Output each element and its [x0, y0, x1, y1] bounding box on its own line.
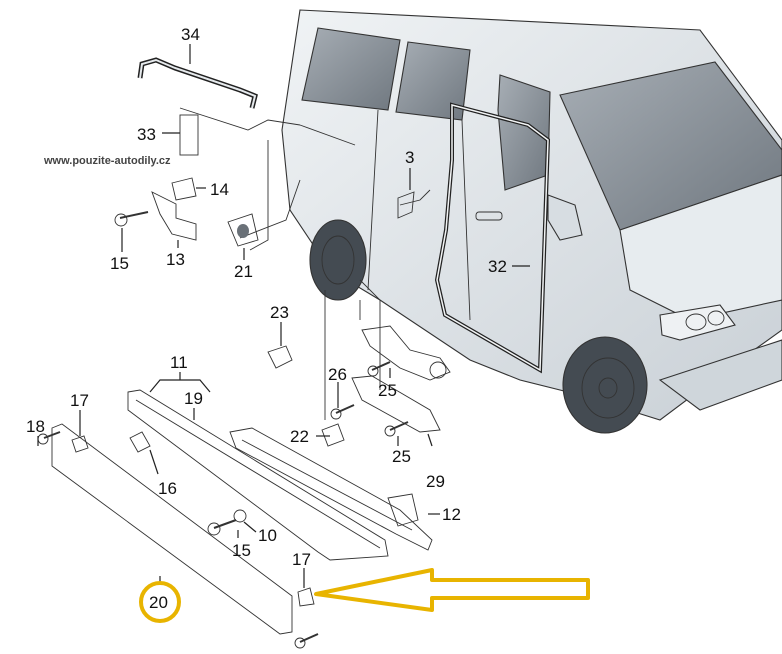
part-21-guide: [227, 213, 259, 247]
part-upper-roller: [361, 325, 451, 381]
part-11-rail: [127, 389, 389, 561]
label-11: 11: [170, 353, 188, 372]
label-16: 16: [158, 479, 177, 498]
label-32: 32: [488, 257, 507, 276]
label-leaders: [37, 44, 530, 588]
leader-lines: [179, 107, 431, 420]
part-17-clip-a: [71, 435, 89, 453]
label-19: 19: [184, 389, 203, 408]
part-13-bracket: [151, 191, 197, 241]
screw-15-top: [114, 211, 149, 227]
highlight-circle: [139, 581, 181, 623]
window-seal: [137, 57, 258, 109]
label-23: 23: [270, 303, 289, 322]
label-25-top: 25: [378, 381, 397, 400]
part-12-rail: [229, 427, 433, 551]
label-13: 13: [166, 250, 185, 269]
label-29: 29: [426, 472, 445, 491]
part-23-clip: [267, 345, 293, 369]
screws: [37, 361, 409, 649]
label-17-bottom: 17: [292, 550, 311, 569]
label-25-bottom: 25: [392, 447, 411, 466]
part-14-buffer: [171, 177, 197, 201]
label-34: 34: [181, 25, 200, 44]
label-21: 21: [234, 262, 253, 281]
label-15-top: 15: [110, 254, 129, 273]
label-18: 18: [26, 417, 45, 436]
part-20-cover-panel: [51, 423, 293, 635]
label-10: 10: [258, 526, 277, 545]
label-14: 14: [210, 180, 229, 199]
part-10-washer: [233, 509, 247, 523]
part-33-bracket: [179, 114, 199, 156]
van-body: [281, 9, 782, 434]
label-17-top: 17: [70, 391, 89, 410]
label-12: 12: [442, 505, 461, 524]
part-22-bushing: [321, 423, 345, 447]
part-labels: 34 33 14 13 15 21 3 32 23 11 19 17 18 16…: [26, 25, 507, 612]
part-17-clip-b: [297, 587, 315, 607]
label-22: 22: [290, 427, 309, 446]
highlight-arrow: [314, 568, 590, 612]
part-16-clip: [129, 431, 151, 453]
watermark: www.pouzite-autodily.cz: [43, 155, 171, 167]
label-15-bottom: 15: [232, 541, 251, 560]
label-20: 20: [149, 593, 168, 612]
label-26: 26: [328, 365, 347, 384]
label-3: 3: [405, 148, 414, 167]
part-3-stopper: [397, 191, 415, 219]
label-33: 33: [137, 125, 156, 144]
